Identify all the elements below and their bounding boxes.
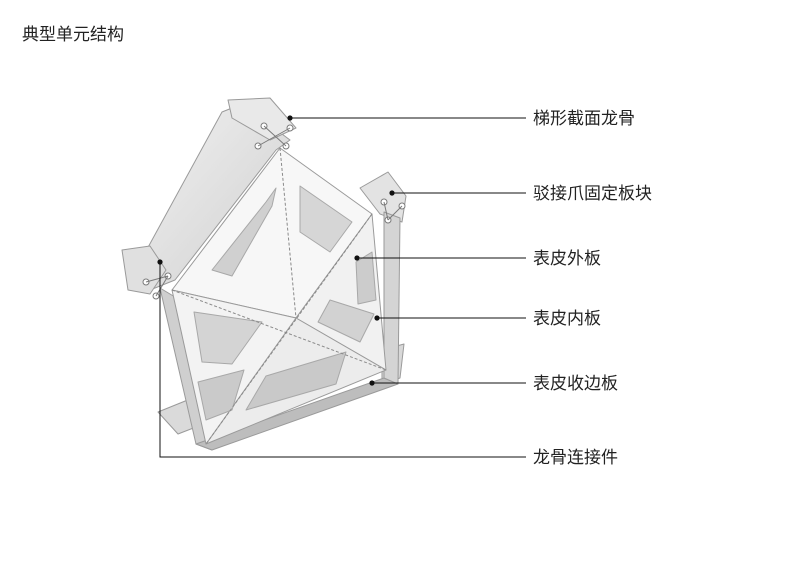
leader-lines [159,117,526,458]
label-skin-edge-panel: 表皮收边板 [533,374,618,394]
label-adapter-claw-plate: 驳接爪固定板块 [533,184,652,204]
diagram-title: 典型单元结构 [22,25,124,45]
opening-top-right [299,185,353,253]
opening-right-upper [355,251,377,305]
opening-left-upper [193,311,263,365]
leader-dot-keel-connector [157,259,163,265]
panel-side-right [383,211,401,385]
leader-dot-skin-edge-panel [369,380,375,386]
label-inner-skin-panel: 表皮内板 [533,309,601,329]
keel-beam-left-end [121,245,167,295]
opening-left-lower [197,369,245,421]
claw-fitting-right [380,198,406,224]
claw-fittings [142,122,406,300]
claw-fitting-top [254,122,294,150]
leader-keel-connector [159,262,526,458]
claw-fitting-left [142,272,172,300]
opening-top-left [211,187,277,277]
keel-beam-right [359,171,407,223]
label-outer-skin-panel: 表皮外板 [533,249,601,269]
leader-dots [157,115,395,386]
label-trapezoid-keel: 梯形截面龙骨 [533,109,635,129]
opening-right-lower [317,299,375,343]
opening-bottom [245,351,347,411]
keel-beam-top-plate [227,97,297,141]
leader-dot-trapezoid-keel [287,115,293,121]
leader-dot-inner-skin-panel [374,315,380,321]
panel-openings [193,185,377,421]
leader-dot-outer-skin-panel [354,255,360,261]
panel-seams [171,147,387,445]
leader-dot-adapter-claw-plate [389,190,395,196]
label-keel-connector: 龙骨连接件 [533,448,618,468]
